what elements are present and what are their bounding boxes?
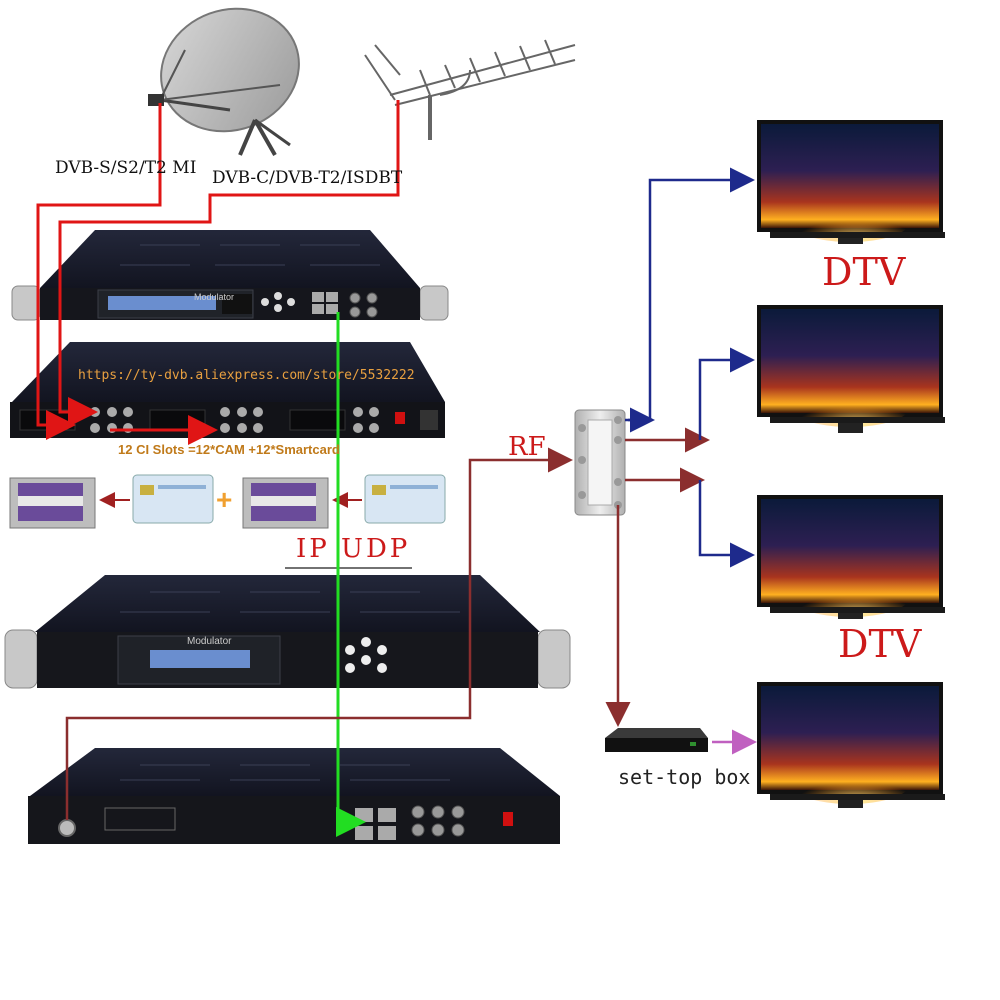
out-line-1	[625, 167, 755, 422]
smartcard-right	[364, 474, 446, 524]
tv-3	[757, 495, 945, 619]
label-set-top-box: set-top box	[618, 765, 751, 789]
label-dtv-bottom: DTV	[838, 622, 922, 666]
rf-splitter	[574, 409, 626, 516]
smartcard-left	[132, 474, 214, 524]
tv-2	[757, 305, 945, 433]
set-top-box-icon	[605, 728, 708, 752]
label-modulator-middle: Modulator	[187, 636, 232, 647]
rf-line	[65, 447, 573, 820]
label-ip-udp: IP UDP	[296, 534, 411, 564]
ci-receiver-device	[10, 342, 445, 438]
signal-line-terrestrial	[58, 100, 400, 427]
label-dvb-s: DVB-S/S2/T2 MI	[55, 158, 197, 178]
label-plus: +	[216, 484, 233, 515]
out-line-2b	[698, 347, 755, 440]
ip-udp-line	[336, 312, 366, 837]
modulator-device-top	[11, 230, 449, 321]
signal-line-satellite	[36, 103, 162, 440]
modulator-device-middle	[4, 575, 571, 689]
satellite-dish-icon	[148, 7, 300, 156]
label-dvb-c: DVB-C/DVB-T2/ISDBT	[212, 168, 403, 188]
label-store-url: https://ty-dvb.aliexpress.com/store/5532…	[78, 368, 415, 383]
out-line-3b	[698, 480, 755, 568]
label-dtv-top: DTV	[822, 250, 906, 294]
antenna-icon	[364, 39, 576, 140]
label-modulator-top: Modulator	[194, 292, 235, 302]
tv-1	[757, 120, 945, 244]
cam-module-left	[9, 477, 96, 529]
rear-panel-device	[28, 748, 560, 844]
cam-module-right	[242, 477, 329, 529]
label-ci-slots: 12 CI Slots =12*CAM +12*Smartcard	[118, 442, 340, 457]
tv-4	[757, 682, 945, 808]
label-rf: RF	[508, 432, 546, 462]
